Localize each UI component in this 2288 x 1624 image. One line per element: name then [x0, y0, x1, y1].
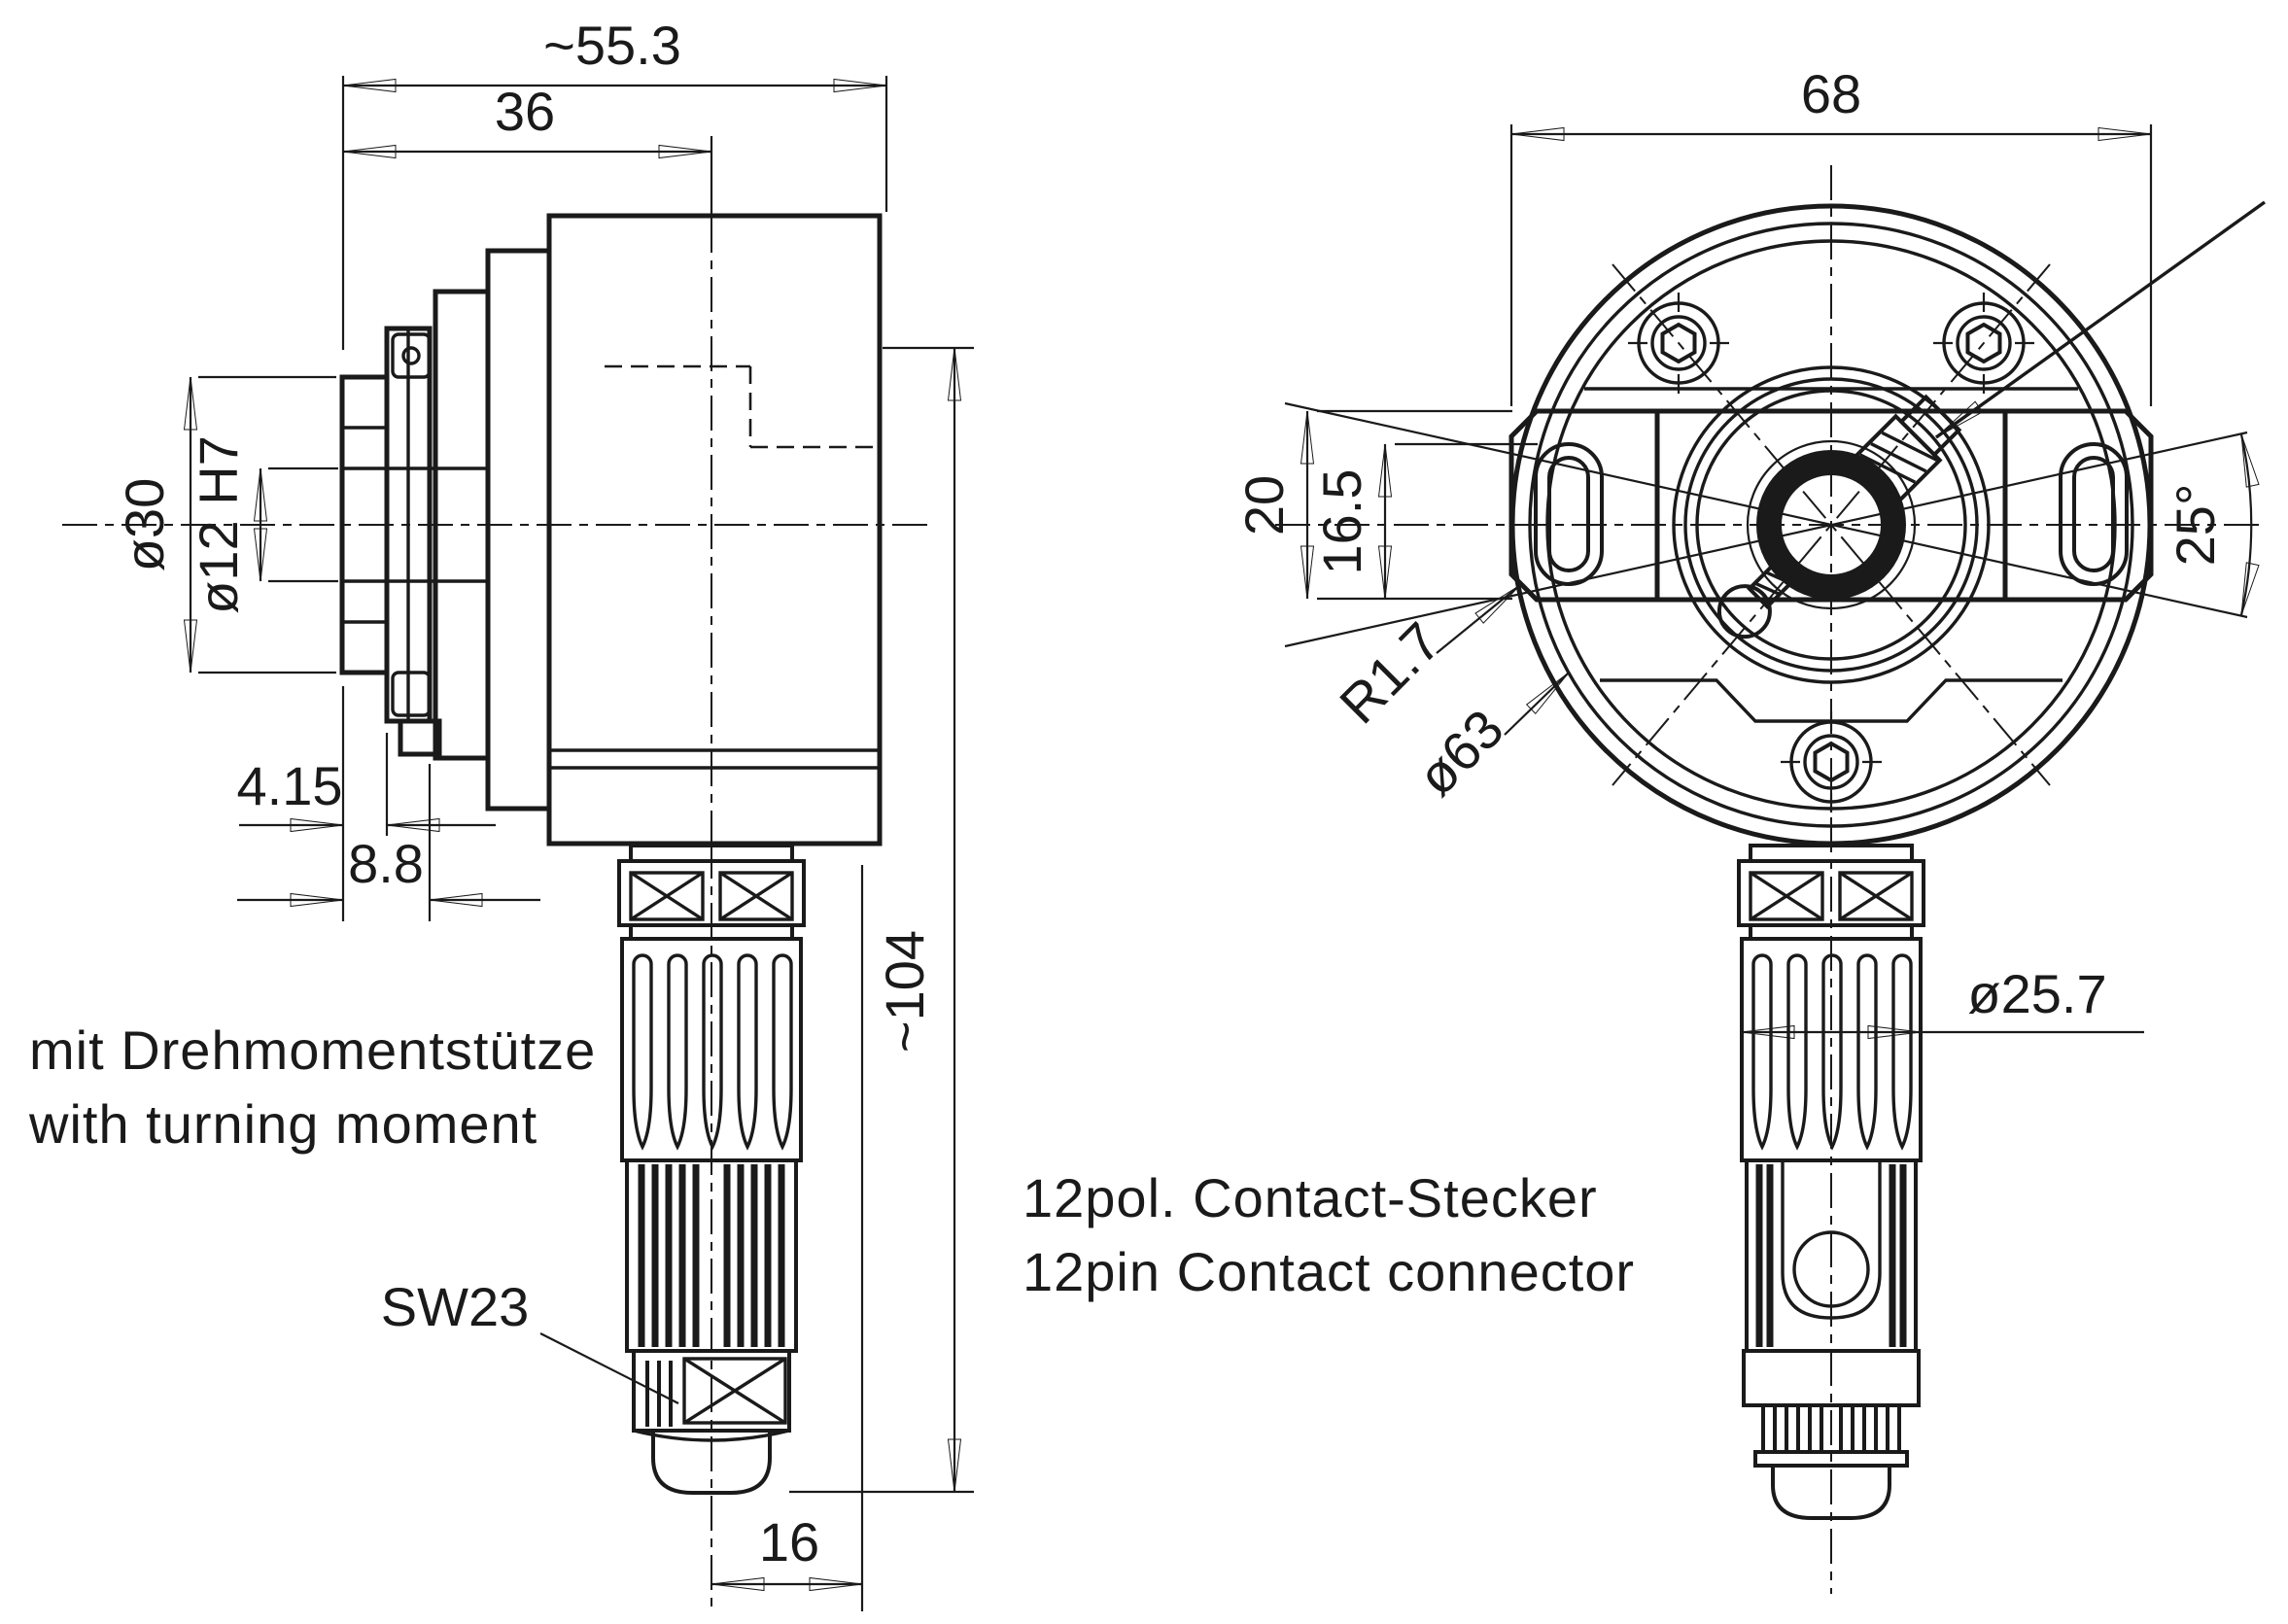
dim-group-slot-length: 20 16.5 — [1233, 409, 1538, 601]
dim-slot-length: 20 — [1233, 475, 1295, 536]
dim-connector-diameter: ø25.7 — [1967, 963, 2106, 1024]
dim-clamp-diameter: ø30 — [114, 478, 175, 572]
dim-group-flange-to-axis: 36 — [342, 81, 712, 159]
side-view: ~55.3 36 ø30 ø12 H7 4.15 — [28, 15, 974, 1611]
dim-cone-angle: 25° — [2165, 484, 2226, 567]
note-german: mit Drehmomentstütze — [29, 1019, 596, 1081]
dim-overall-width: ~55.3 — [543, 15, 681, 76]
dim-slot-inner-length: 16.5 — [1311, 469, 1372, 575]
note-connector-german: 12pol. Contact-Stecker — [1023, 1167, 1598, 1228]
dim-clamp-depth: 8.8 — [348, 833, 424, 894]
dim-flange-to-axis: 36 — [495, 81, 555, 142]
dim-axis-offset: 16 — [759, 1511, 819, 1572]
knurl-ribs — [638, 1164, 785, 1347]
clamp-screw — [1716, 557, 1799, 639]
dim-group-bore: ø12 H7 — [188, 435, 338, 614]
dim-group-clamp-diameter: ø30 — [114, 375, 336, 674]
label-group-wrench-size: SW23 — [381, 1276, 679, 1404]
cable-clamp-hole — [1792, 1230, 1870, 1308]
dim-group-cone-angle: 25° — [2165, 433, 2260, 616]
shaft-clamp-assembly — [339, 326, 488, 757]
label-wrench-size: SW23 — [381, 1276, 530, 1337]
label-group-corner-radius: R1.7 — [1328, 584, 1521, 735]
cable-clamp-panel — [1781, 1160, 1882, 1320]
grip-flutes — [632, 953, 793, 1151]
torque-plate-ear-right — [2002, 408, 2154, 603]
dim-bore: ø12 H7 — [188, 435, 249, 614]
dim-overall-height: ~104 — [874, 930, 935, 1053]
dim-group-plate-width: 68 — [1509, 63, 2153, 406]
connector-dome-cap — [651, 1433, 772, 1495]
clamp-collet — [1850, 394, 1962, 506]
torque-plate-ear-left — [1508, 408, 1660, 603]
dim-group-connector-diameter: ø25.7 — [1741, 963, 2144, 1040]
strain-relief-ribs — [1761, 1405, 1901, 1452]
encoder-housing — [433, 213, 883, 847]
shaft-bore-ring — [1756, 450, 1906, 600]
connector-side-view — [617, 844, 806, 1495]
dim-group-axis-offset: 16 — [711, 865, 864, 1611]
dim-plate-width: 68 — [1801, 63, 1861, 124]
dim-body-diameter: ø63 — [1405, 698, 1515, 808]
dim-group-overall-height: ~104 — [789, 346, 974, 1494]
front-view: 68 20 16.5 R1.7 ø63 25° — [1023, 63, 2267, 1594]
dim-group-body-diameter: ø63 — [1405, 672, 1570, 808]
dim-plate-thickness: 4.15 — [237, 755, 343, 816]
dim-group-plate-thickness: 4.15 8.8 — [237, 686, 540, 921]
view-direction-arrow — [1935, 200, 2266, 439]
connector-front-view — [1737, 844, 1925, 1520]
label-corner-radius: R1.7 — [1328, 610, 1452, 735]
note-english: with turning moment — [28, 1093, 537, 1155]
thread-section-symbol — [629, 871, 794, 921]
dim-group-overall-width: ~55.3 — [341, 15, 888, 350]
note-connector-english: 12pin Contact connector — [1023, 1241, 1635, 1302]
